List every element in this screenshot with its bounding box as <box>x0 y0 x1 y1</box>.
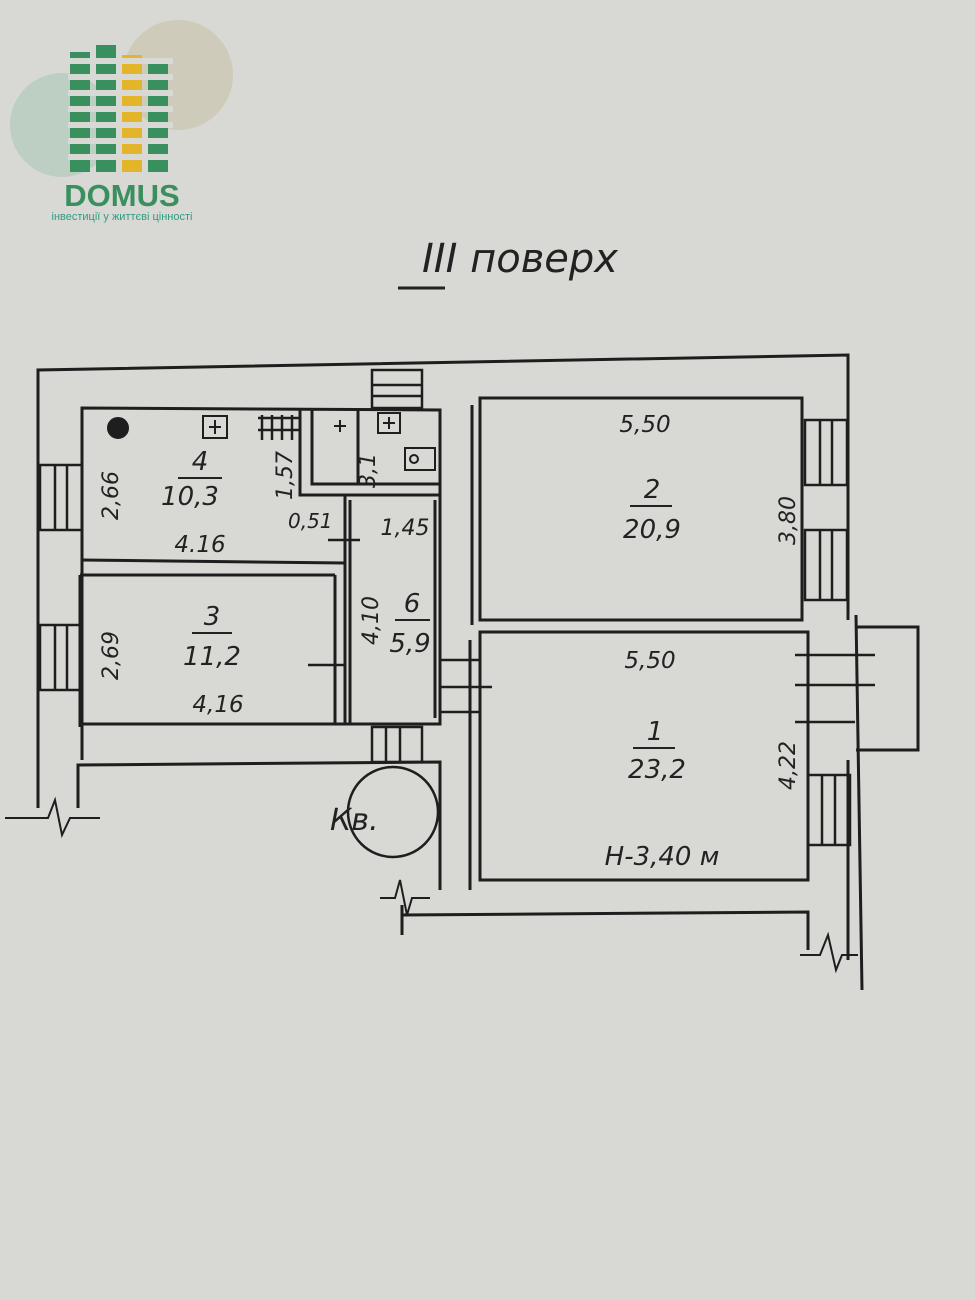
logo-building-icon <box>68 45 173 172</box>
room-labels: 4 10,3 4.16 2,66 1,57 3,1 0,51 3 11,2 4,… <box>99 412 801 872</box>
room-1-width: 5,50 <box>624 648 675 674</box>
room-3-width: 4,16 <box>192 692 243 718</box>
room-6-length: 4,10 <box>359 596 384 645</box>
room-1-height: H-3,40 м <box>605 842 720 872</box>
boiler-icon <box>107 417 129 439</box>
windows <box>38 368 875 847</box>
room-2-width: 5,50 <box>619 412 670 438</box>
room-1-area: 23,2 <box>628 755 686 785</box>
toilet-icon <box>404 447 436 471</box>
room-6-area: 5,9 <box>389 629 430 659</box>
room-5-area: 3,1 <box>356 453 381 488</box>
logo-brand: DOMUS <box>64 178 179 213</box>
domus-logo: DOMUS інвестиції у життєві цінності <box>10 20 233 223</box>
room-3-length: 2,69 <box>99 631 124 680</box>
wall-offset: 0,51 <box>288 509 333 533</box>
room-2-area: 20,9 <box>623 515 681 545</box>
floor-title: III поверх <box>422 236 618 282</box>
staircase: Кв. <box>330 765 440 859</box>
walls <box>36 353 920 991</box>
room-4-number: 4 <box>192 447 209 477</box>
room-2-length: 3,80 <box>776 496 801 545</box>
room-3-number: 3 <box>204 602 221 632</box>
room-4-length: 2,66 <box>99 471 124 520</box>
break-marks <box>5 796 858 974</box>
room-1-number: 1 <box>647 717 664 747</box>
room-6-width: 1,45 <box>381 516 430 541</box>
room-5-length: 1,57 <box>273 451 298 500</box>
room-6-number: 6 <box>404 589 421 619</box>
room-4-area: 10,3 <box>161 482 219 512</box>
fixtures <box>107 412 436 471</box>
room-4-width: 4.16 <box>174 532 225 558</box>
stove-icon <box>202 415 228 439</box>
room-1-length: 4,22 <box>776 741 801 790</box>
room-3-area: 11,2 <box>183 642 241 672</box>
sink-icon <box>377 412 401 434</box>
stair-label: Кв. <box>330 803 379 838</box>
room-2-number: 2 <box>644 475 661 505</box>
logo-tagline: інвестиції у життєві цінності <box>52 211 193 223</box>
